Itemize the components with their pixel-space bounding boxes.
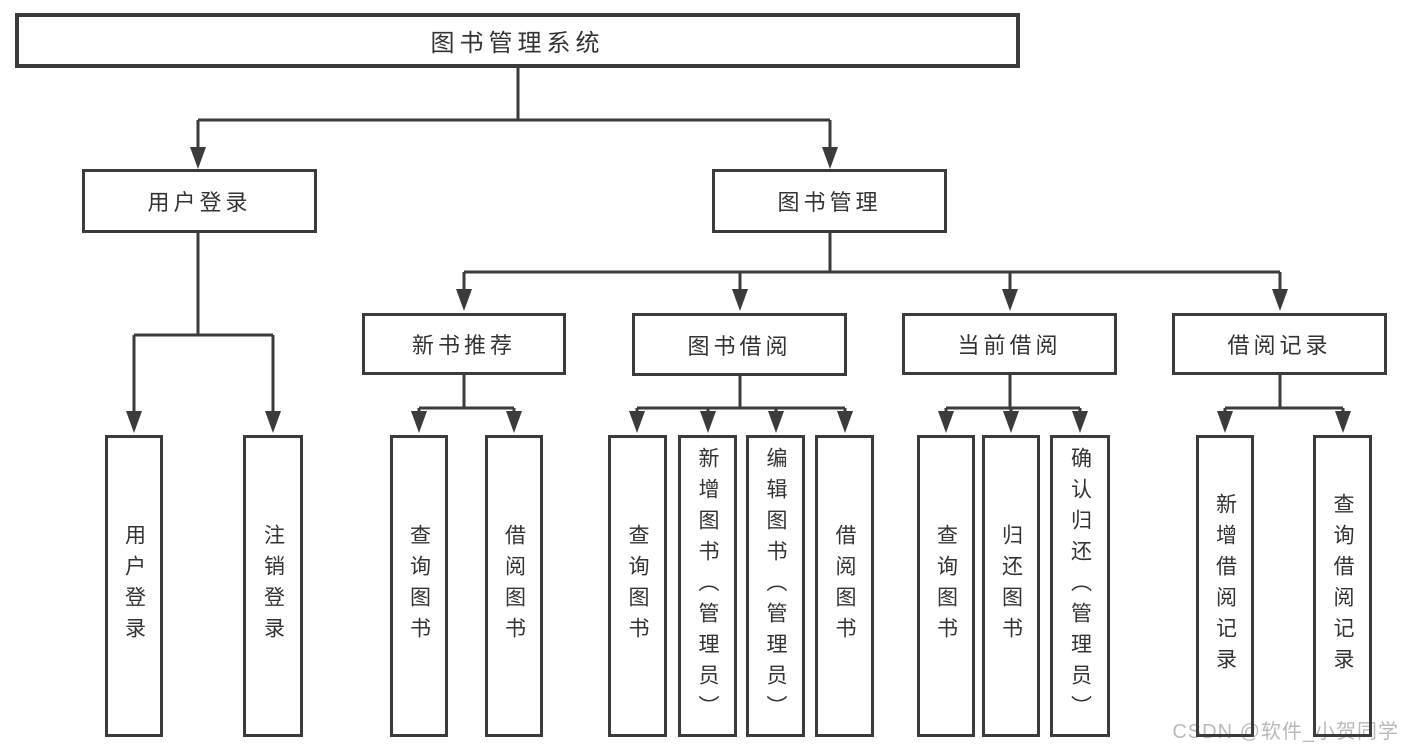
node-label: 新增图书（管理员） xyxy=(696,446,719,726)
node-system-root: 图书管理系统 xyxy=(15,13,1020,68)
node-book-borrowing: 图书借阅 xyxy=(632,313,847,376)
leaf-logout: 注销登录 xyxy=(243,435,303,737)
node-borrowing-records: 借阅记录 xyxy=(1172,313,1387,375)
leaf-br-add-borrow-record: 新增借阅记录 xyxy=(1196,435,1254,737)
node-current-borrowing: 当前借阅 xyxy=(902,313,1117,375)
node-new-book-recommend: 新书推荐 xyxy=(362,313,566,375)
leaf-user-login: 用户登录 xyxy=(105,435,163,737)
node-label: 图书管理 xyxy=(777,190,882,215)
leaf-bb-edit-books-admin: 编辑图书（管理员） xyxy=(746,435,805,737)
leaf-cb-confirm-return-admin: 确认归还（管理员） xyxy=(1050,435,1110,737)
leaf-bb-borrow-books: 借阅图书 xyxy=(815,435,874,737)
arrowheads xyxy=(126,147,1351,433)
node-user-login: 用户登录 xyxy=(82,169,317,233)
leaf-bb-add-books-admin: 新增图书（管理员） xyxy=(678,435,737,737)
node-label: 新增借阅记录 xyxy=(1213,493,1237,679)
node-book-management: 图书管理 xyxy=(712,169,947,233)
node-label: 用户登录 xyxy=(147,190,252,215)
node-label: 归还图书 xyxy=(999,524,1023,648)
node-label: 查询借阅记录 xyxy=(1331,493,1354,679)
node-label: 确认归还（管理员） xyxy=(1068,446,1092,726)
leaf-br-query-borrow-record: 查询借阅记录 xyxy=(1313,435,1372,737)
node-label: 借阅图书 xyxy=(502,524,526,648)
leaf-nb-borrow-books: 借阅图书 xyxy=(485,435,543,737)
node-label: 当前借阅 xyxy=(957,333,1062,358)
node-label: 图书借阅 xyxy=(687,333,792,359)
leaf-cb-return-books: 归还图书 xyxy=(982,435,1040,737)
node-label: 查询图书 xyxy=(407,524,431,648)
node-label: 新书推荐 xyxy=(411,333,516,358)
leaf-nb-query-books: 查询图书 xyxy=(390,435,448,737)
node-label: 借阅图书 xyxy=(833,524,856,648)
node-label: 借阅记录 xyxy=(1227,333,1332,358)
node-label: 查询图书 xyxy=(626,524,649,648)
node-label: 用户登录 xyxy=(122,524,146,648)
node-label: 图书管理系统 xyxy=(430,30,605,57)
csdn-watermark: CSDN @软件_小贺同学 xyxy=(1172,721,1399,743)
leaf-cb-query-books: 查询图书 xyxy=(917,435,975,737)
node-label: 查询图书 xyxy=(934,524,958,648)
leaf-bb-query-books: 查询图书 xyxy=(608,435,667,737)
node-label: 注销登录 xyxy=(261,524,285,648)
node-label: 编辑图书（管理员） xyxy=(764,446,787,726)
connector-paths xyxy=(132,68,1345,414)
